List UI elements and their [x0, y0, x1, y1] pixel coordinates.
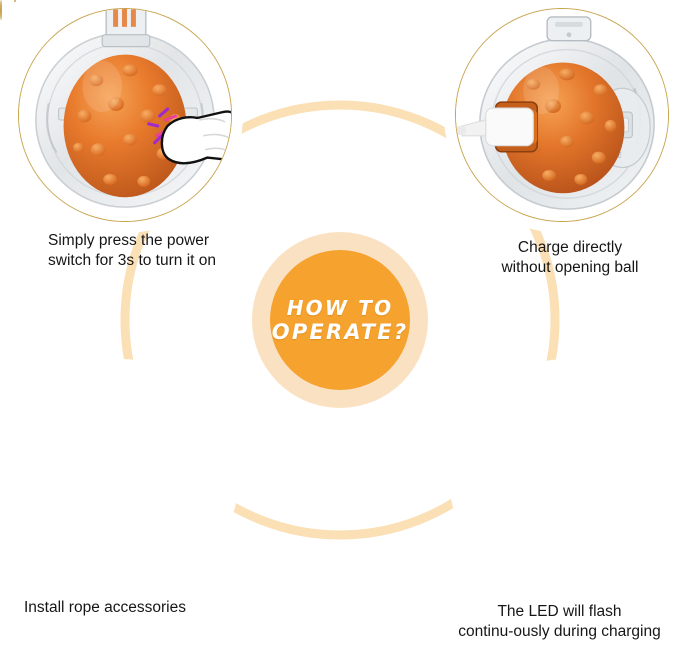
illustration-charge-directly: CE [456, 9, 668, 221]
caption-install-rope: Install rope accessories [24, 599, 186, 616]
caption-charge-directly: Charge directly without opening ball [501, 239, 639, 276]
step-panel-power-on [18, 8, 232, 222]
shell-top-cap [101, 9, 151, 48]
how-to-operate-badge: HOW TO OPERATE? [252, 232, 428, 408]
ball-bumps [72, 64, 182, 187]
charging-cable [456, 107, 534, 147]
badge-title-line2: OPERATE? [271, 319, 409, 344]
step-panel-led-flash: CE [0, 0, 2, 20]
hand-press-icon [160, 110, 231, 165]
badge-inner-circle: HOW TO OPERATE? [270, 250, 410, 390]
illustration-power-on [19, 9, 231, 221]
caption-power-on: Simply press the power switch for 3s to … [48, 232, 216, 269]
step-panel-charge-directly: CE [455, 8, 669, 222]
step-panel-install-rope [14, 0, 16, 2]
caption-led-flash: The LED will flash continu-ously during … [458, 603, 661, 640]
badge-title-line1: HOW TO [286, 295, 394, 320]
shell-top-cap [546, 16, 592, 42]
textured-ball [63, 54, 187, 198]
